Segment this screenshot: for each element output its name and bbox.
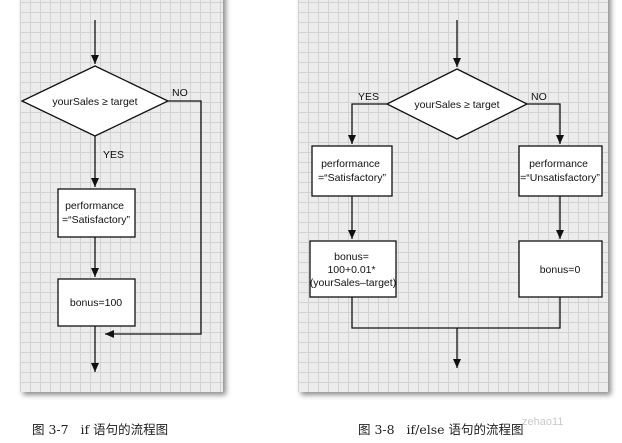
bonus-formula-text: bonus= 100+0.01* (yourSales–target): [310, 251, 396, 289]
performance-satisfactory-box: [311, 145, 393, 197]
bonus-box-text: bonus=100: [70, 297, 122, 309]
decision-diamond-right: [385, 68, 529, 140]
performance-satisfactory-text: performance =“Satisfactory”: [318, 158, 386, 184]
if-flowchart: yourSales ≥ target NO YES performance =“…: [20, 20, 202, 372]
performance-box-text: performance =“Satisfactory”: [62, 200, 130, 226]
figure-caption-if-else: 图 3-8 if/else 语句的流程图: [358, 422, 524, 437]
bonus-box: [57, 278, 136, 327]
no-label-right: NO: [531, 91, 547, 103]
yes-label-right: YES: [358, 91, 379, 103]
if-else-flowchart: yourSales ≥ target YES NO performance =“…: [309, 20, 603, 368]
yes-branch-line: [348, 103, 387, 144]
performance-box: [57, 188, 136, 238]
figure-caption-if: 图 3-7 if 语句的流程图: [32, 422, 169, 437]
bonus-formula-box: [309, 240, 397, 298]
no-branch-line-right: [527, 103, 564, 144]
bonus-zero-box: [518, 240, 603, 298]
yes-label: YES: [103, 149, 124, 161]
no-branch-line: [105, 100, 202, 338]
decision-text: yourSales ≥ target: [52, 96, 137, 108]
decision-text-right: yourSales ≥ target: [414, 99, 499, 111]
bonus-zero-text: bonus=0: [540, 264, 581, 276]
performance-unsatisfactory-box: [518, 145, 603, 197]
merge-line: [351, 297, 561, 329]
performance-unsatisfactory-text: performance =“Unsatisfactory”: [520, 158, 600, 184]
watermark: zehao11: [522, 416, 564, 428]
no-label: NO: [172, 87, 188, 99]
